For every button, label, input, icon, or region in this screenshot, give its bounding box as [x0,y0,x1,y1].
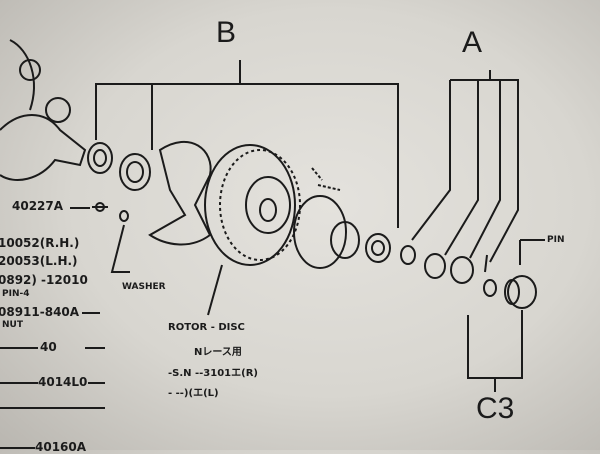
leader-pin [519,239,545,265]
callout-pin: PIN [547,235,565,245]
part-name: NUT [2,320,23,330]
bracket-c3 [467,310,523,392]
steering-knuckle [0,39,87,181]
callout-rotor-note: Nレース用 [194,347,242,358]
table-lines [0,207,105,449]
bearing-seal [119,153,151,191]
grease-cap [504,275,537,309]
rotor-disc [204,144,301,266]
hub [293,167,360,269]
part-name: PIN-4 [2,289,30,299]
washer-small [119,210,129,222]
cotter-pin [484,254,488,273]
part-number: 40 [40,340,57,354]
bracket-a [411,70,519,263]
part-number: 08911-840A [0,305,80,319]
leader-rotor [207,264,223,316]
group-label-a: A [462,26,483,59]
bearing-outer [365,233,391,263]
part-number: 4014L0 [38,375,88,389]
dust-shield [148,140,212,246]
part-number: 40160A [35,440,87,454]
nut-part [424,253,446,279]
washer-part [400,245,416,265]
bearing-inner [87,142,113,174]
callout-washer: WASHER [122,282,166,292]
part-number: 10052(R.H.) [0,236,80,250]
callout-rotor-disc: ROTOR - DISC [168,322,245,333]
part-number: 0892) -12010 [0,273,88,287]
part-number: 40227A [12,199,64,213]
group-label-b: B [216,16,237,49]
bolt [92,202,108,212]
callout-rotor-r: -S.N --3101エ(R) [168,368,258,379]
bracket-b [95,60,399,228]
callout-rotor-l: - --)(エ(L) [168,388,219,399]
group-label-c3: C3 [476,392,515,425]
part-number: 20053(L.H.) [0,254,78,268]
castle-cap [450,256,474,284]
o-ring [483,279,497,297]
leader-washer [110,224,130,273]
